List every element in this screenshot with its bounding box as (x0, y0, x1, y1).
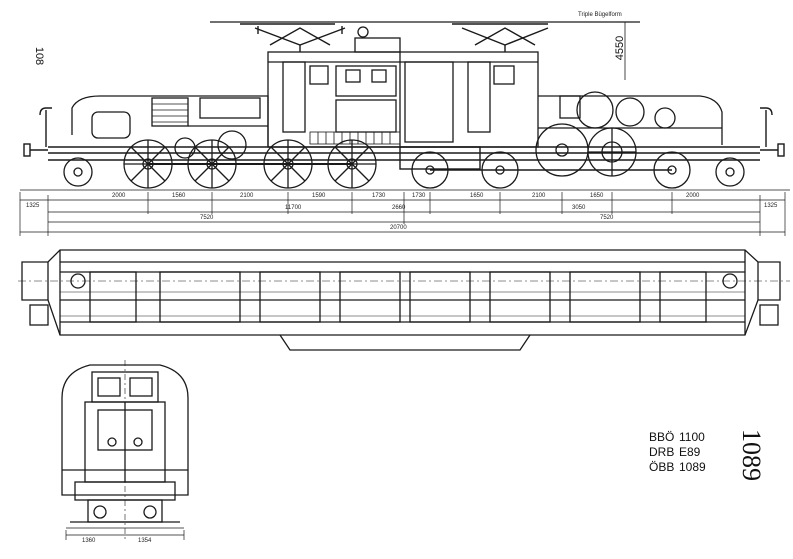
dim-wb-0: 2000 (112, 193, 126, 199)
height-dimension-label: 4550 (614, 35, 627, 61)
main-frame (23, 107, 785, 170)
wheels-right-bogie (411, 123, 745, 189)
dim-wb-3: 1590 (312, 193, 326, 199)
dimension-lines (19, 192, 786, 236)
front-view (61, 360, 189, 540)
dim-wb-1: 1560 (172, 193, 186, 199)
dim-half-left: 7520 (200, 215, 214, 221)
dim-overall-length: 20700 (390, 225, 407, 231)
dim-wb-4: 1730 (372, 193, 386, 199)
series-number: 1089 (737, 429, 766, 481)
dim-wb-6: 1650 (470, 193, 484, 199)
pantograph-note: Triple Bügelform (578, 12, 622, 18)
dim-centre: 2660 (392, 205, 406, 211)
dim-wb-2: 2100 (240, 193, 254, 199)
pantograph-left (240, 23, 346, 52)
side-elevation (20, 21, 790, 191)
dim-front-base-0: 1360 (82, 538, 96, 544)
page-number: 108 (33, 46, 46, 66)
wheels-left-bogie (63, 130, 377, 189)
central-cab (267, 26, 539, 148)
pantograph-right (452, 23, 549, 52)
dim-wb-7: 2100 (532, 193, 546, 199)
dim-front-base-1: 1354 (138, 538, 152, 544)
dim-mid-row: 3050 (572, 205, 586, 211)
dim-end-left: 1325 (26, 203, 40, 209)
plan-view (18, 249, 790, 351)
dim-wb-5: 1730 (412, 193, 426, 199)
hood-left (71, 95, 269, 147)
dim-half-right: 7520 (600, 215, 614, 221)
dim-wb-8: 1650 (590, 193, 604, 199)
hood-right (538, 91, 723, 145)
cab-grille (309, 131, 401, 145)
dim-wb-9: 2000 (686, 193, 700, 199)
dim-bogie-left: 11700 (285, 205, 302, 211)
dim-end-right: 1325 (764, 203, 778, 209)
